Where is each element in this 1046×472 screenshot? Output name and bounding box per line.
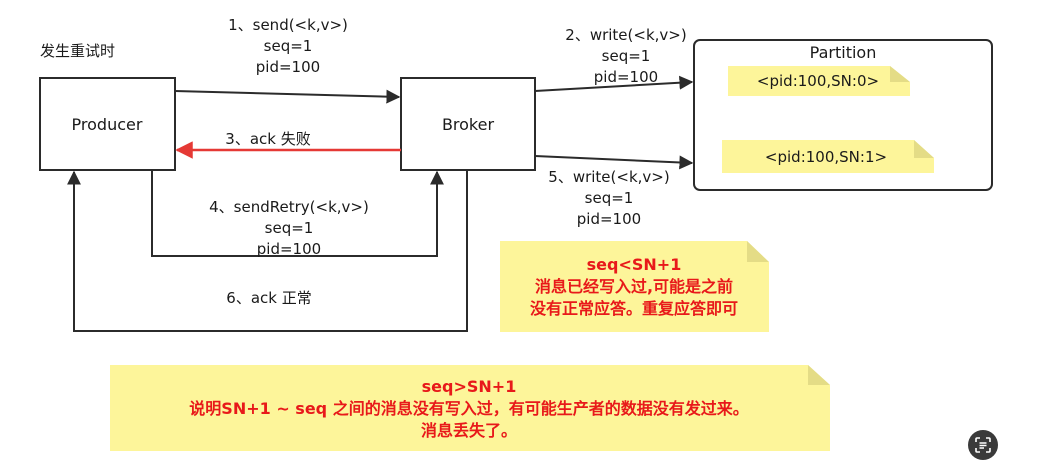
producer-label: Producer	[72, 115, 143, 134]
note-duplicate-line: seq<SN+1	[587, 255, 682, 274]
send-retry-label-line: seq=1	[265, 219, 314, 237]
send-label-line: 1、send(<k,v>)	[228, 16, 348, 34]
send-label-line: pid=100	[256, 58, 320, 76]
send-label-line: seq=1	[264, 37, 313, 55]
partition-label: Partition	[810, 43, 877, 62]
ack-fail-label: 3、ack 失败	[225, 130, 310, 148]
send-retry-label: 4、sendRetry(<k,v>) seq=1 pid=100	[209, 198, 369, 258]
note-lost-line: seq>SN+1	[422, 377, 517, 396]
partition-entry-text: <pid:100,SN:1>	[765, 148, 887, 166]
note-duplicate-line: 消息已经写入过,可能是之前	[535, 277, 733, 296]
scan-text-button[interactable]	[968, 430, 998, 460]
ack-ok-arrow	[67, 170, 468, 332]
write-label-1: 2、write(<k,v>) seq=1 pid=100	[565, 26, 686, 86]
send-arrow	[174, 89, 401, 104]
write-label-line: seq=1	[585, 189, 634, 207]
write-arrow-2	[534, 155, 694, 170]
write-label-2: 5、write(<k,v>) seq=1 pid=100	[548, 168, 669, 228]
note-lost-line: 消息丢失了。	[421, 421, 517, 440]
diagram-heading: 发生重试时	[40, 42, 115, 60]
write-arrow-1	[534, 75, 694, 92]
partition-entry-sn1: <pid:100,SN:1>	[722, 140, 934, 173]
send-label: 1、send(<k,v>) seq=1 pid=100	[228, 16, 348, 76]
producer-node: Producer	[39, 77, 176, 171]
partition-entry-sn0: <pid:100,SN:0>	[728, 66, 910, 96]
write-label-line: 5、write(<k,v>)	[548, 168, 669, 186]
note-lost-line: 说明SN+1 ~ seq 之间的消息没有写入过，有可能生产者的数据没有发过来。	[189, 399, 748, 418]
write-label-line: seq=1	[602, 47, 651, 65]
note-message-lost: seq>SN+1 说明SN+1 ~ seq 之间的消息没有写入过，有可能生产者的…	[110, 365, 830, 451]
note-duplicate: seq<SN+1 消息已经写入过,可能是之前 没有正常应答。重复应答即可	[500, 241, 769, 332]
broker-label: Broker	[442, 115, 495, 134]
write-label-line: pid=100	[594, 68, 658, 86]
scan-text-icon	[975, 437, 991, 453]
note-duplicate-line: 没有正常应答。重复应答即可	[530, 299, 738, 318]
write-label-line: 2、write(<k,v>)	[565, 26, 686, 44]
send-retry-label-line: pid=100	[257, 240, 321, 258]
partition-entry-text: <pid:100,SN:0>	[757, 72, 879, 90]
ack-ok-label: 6、ack 正常	[226, 289, 311, 307]
broker-node: Broker	[400, 77, 536, 171]
send-retry-arrow	[151, 170, 444, 257]
write-label-line: pid=100	[577, 210, 641, 228]
send-retry-label-line: 4、sendRetry(<k,v>)	[209, 198, 369, 216]
